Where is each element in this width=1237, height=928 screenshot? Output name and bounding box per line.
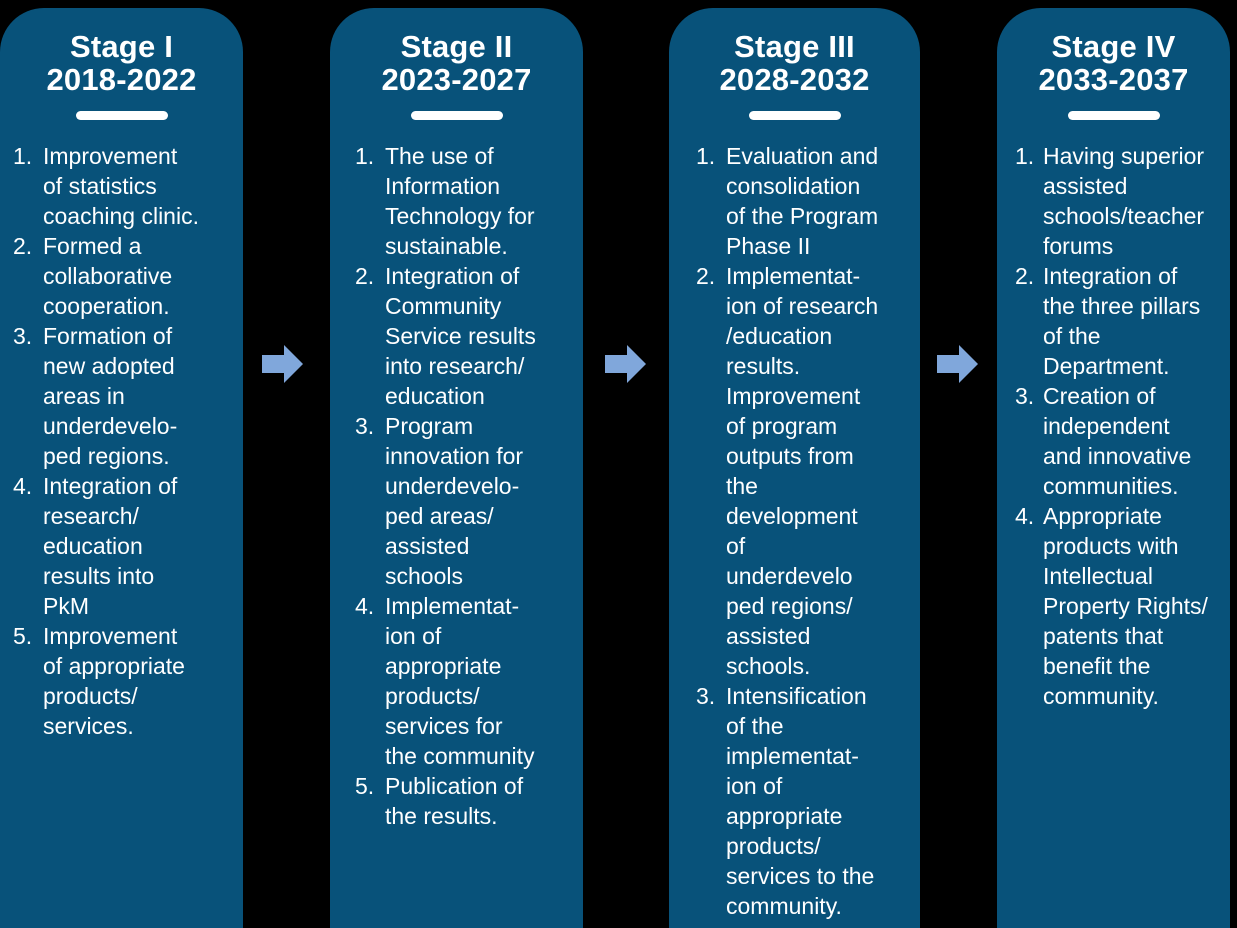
list-item-number: 4.: [355, 593, 375, 619]
list-item-number: 2.: [13, 233, 33, 259]
list-item: 3. Formation of new adopted areas in und…: [13, 321, 235, 471]
list-item-number: 4.: [13, 473, 33, 499]
list-item: 3. Intensification of the implementat- i…: [696, 681, 908, 921]
stage-2-column: Stage II 2023-2027 1. The use of Informa…: [330, 8, 583, 928]
list-item: 5. Publication of the results.: [355, 771, 571, 831]
list-item-text: Integration of the three pillars of the …: [1043, 263, 1201, 379]
list-item: 1. Evaluation and consolidation of the P…: [696, 141, 908, 261]
list-item: 2. Implementat- ion of research /educati…: [696, 261, 908, 681]
list-item-text: Having superior assisted schools/teacher…: [1043, 143, 1205, 259]
title-underline: [1067, 111, 1160, 120]
stage-3-header: Stage III 2028-2032: [669, 30, 920, 120]
list-item-number: 1.: [1015, 143, 1035, 169]
stage-title: Stage IV: [1051, 29, 1176, 64]
list-item-number: 2.: [696, 263, 716, 289]
list-item-text: Creation of independent and innovative c…: [1043, 383, 1192, 499]
list-item-text: Intensification of the implementat- ion …: [726, 683, 875, 919]
list-item-text: Formed a collaborative cooperation.: [43, 233, 173, 319]
stage-2-item-list: 1. The use of Information Technology for…: [330, 141, 583, 831]
title-underline: [748, 111, 841, 120]
list-item-number: 1.: [13, 143, 33, 169]
list-item: 2. Integration of Community Service resu…: [355, 261, 571, 411]
stage-3-item-list: 1. Evaluation and consolidation of the P…: [669, 141, 920, 921]
list-item-number: 5.: [355, 773, 375, 799]
list-item: 4. Implementat- ion of appropriate produ…: [355, 591, 571, 771]
list-item-text: Integration of research/ education resul…: [43, 473, 178, 619]
list-item-text: Program innovation for underdevelo- ped …: [385, 413, 524, 589]
arrow-right-icon: [605, 345, 646, 383]
stage-1-header: Stage I 2018-2022: [0, 30, 243, 120]
list-item-text: Evaluation and consolidation of the Prog…: [726, 143, 879, 259]
list-item: 1. Having superior assisted schools/teac…: [1015, 141, 1227, 261]
list-item-number: 2.: [1015, 263, 1035, 289]
list-item-number: 4.: [1015, 503, 1035, 529]
list-item: 2. Formed a collaborative cooperation.: [13, 231, 235, 321]
list-item-text: Publication of the results.: [385, 773, 524, 829]
stage-title: Stage I: [69, 29, 174, 64]
stage-1-column: Stage I 2018-2022 1. Improvement of stat…: [0, 8, 243, 928]
stage-years: 2018-2022: [46, 62, 197, 97]
stage-3-column: Stage III 2028-2032 1. Evaluation and co…: [669, 8, 920, 928]
list-item-number: 3.: [696, 683, 716, 709]
list-item: 4. Integration of research/ education re…: [13, 471, 235, 621]
list-item: 3. Creation of independent and innovativ…: [1015, 381, 1227, 501]
list-item-number: 3.: [355, 413, 375, 439]
list-item-text: Implementat- ion of research /education …: [726, 263, 879, 679]
stage-1-item-list: 1. Improvement of statistics coaching cl…: [0, 141, 243, 741]
list-item-text: The use of Information Technology for su…: [385, 143, 535, 259]
stage-4-column: Stage IV 2033-2037 1. Having superior as…: [997, 8, 1230, 928]
list-item-text: Implementat- ion of appropriate products…: [385, 593, 535, 769]
list-item-text: Formation of new adopted areas in underd…: [43, 323, 178, 469]
title-underline: [410, 111, 503, 120]
list-item-number: 2.: [355, 263, 375, 289]
list-item-text: Improvement of appropriate products/ ser…: [43, 623, 185, 739]
list-item-text: Appropriate products with Intellectual P…: [1043, 503, 1208, 709]
list-item: 1. The use of Information Technology for…: [355, 141, 571, 261]
stage-4-item-list: 1. Having superior assisted schools/teac…: [997, 141, 1230, 711]
title-underline: [75, 111, 168, 120]
list-item-text: Improvement of statistics coaching clini…: [43, 143, 199, 229]
arrow-right-icon: [262, 345, 303, 383]
list-item: 4. Appropriate products with Intellectua…: [1015, 501, 1227, 711]
stage-4-header: Stage IV 2033-2037: [997, 30, 1230, 120]
list-item-number: 5.: [13, 623, 33, 649]
list-item: 3. Program innovation for underdevelo- p…: [355, 411, 571, 591]
stage-2-header: Stage II 2023-2027: [330, 30, 583, 120]
list-item-number: 1.: [355, 143, 375, 169]
stage-title: Stage III: [734, 29, 855, 64]
list-item-number: 1.: [696, 143, 716, 169]
stage-years: 2028-2032: [719, 62, 870, 97]
list-item: 5. Improvement of appropriate products/ …: [13, 621, 235, 741]
list-item-text: Integration of Community Service results…: [385, 263, 536, 409]
list-item: 1. Improvement of statistics coaching cl…: [13, 141, 235, 231]
list-item: 2. Integration of the three pillars of t…: [1015, 261, 1227, 381]
list-item-number: 3.: [1015, 383, 1035, 409]
arrow-right-icon: [937, 345, 978, 383]
stage-years: 2033-2037: [1038, 62, 1189, 97]
stage-years: 2023-2027: [381, 62, 532, 97]
stage-title: Stage II: [400, 29, 513, 64]
list-item-number: 3.: [13, 323, 33, 349]
